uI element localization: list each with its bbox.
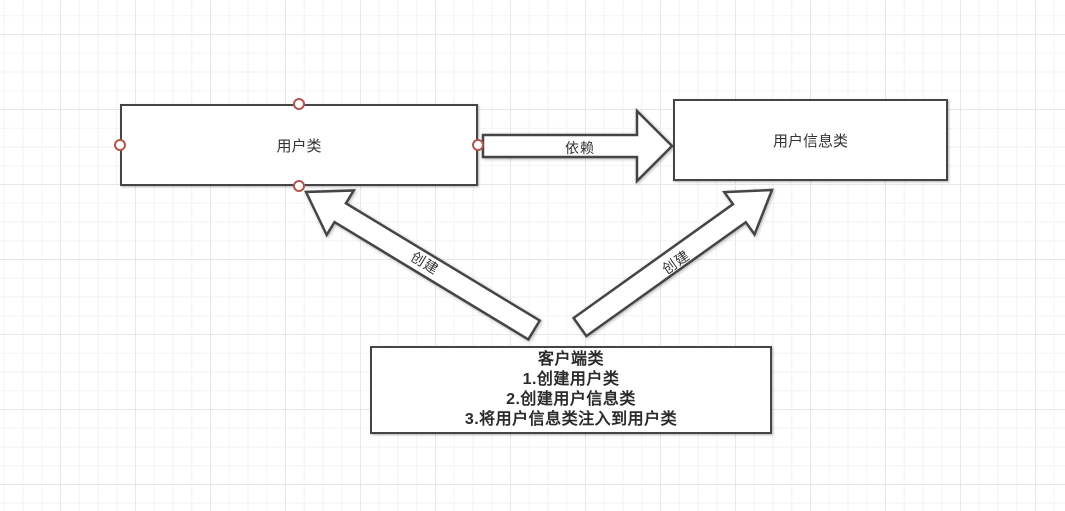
connection-point-right[interactable] [472, 139, 484, 151]
client-class-step: 2.创建用户信息类 [506, 391, 636, 408]
create-arrow-left[interactable] [304, 189, 542, 342]
connection-point-bottom[interactable] [293, 180, 305, 192]
client-class-step: 1.创建用户类 [522, 371, 620, 388]
client-class-step: 3.将用户信息类注入到用户类 [464, 411, 678, 428]
connection-point-top[interactable] [293, 98, 305, 110]
dependency-arrow[interactable] [481, 107, 674, 185]
connection-point-left[interactable] [114, 139, 126, 151]
dependency-arrow-label[interactable]: 依赖 [565, 140, 595, 156]
shape-client-class[interactable]: 客户端类 1.创建用户类 2.创建用户信息类 3.将用户信息类注入到用户类 [370, 346, 772, 434]
shape-user-info-class[interactable]: 用户信息类 [673, 99, 948, 181]
user-info-class-label: 用户信息类 [772, 132, 848, 150]
create-arrow-right[interactable] [571, 188, 774, 338]
shape-user-class[interactable]: 用户类 [120, 104, 478, 186]
client-class-title: 客户端类 [537, 351, 604, 368]
user-class-label: 用户类 [276, 137, 322, 155]
